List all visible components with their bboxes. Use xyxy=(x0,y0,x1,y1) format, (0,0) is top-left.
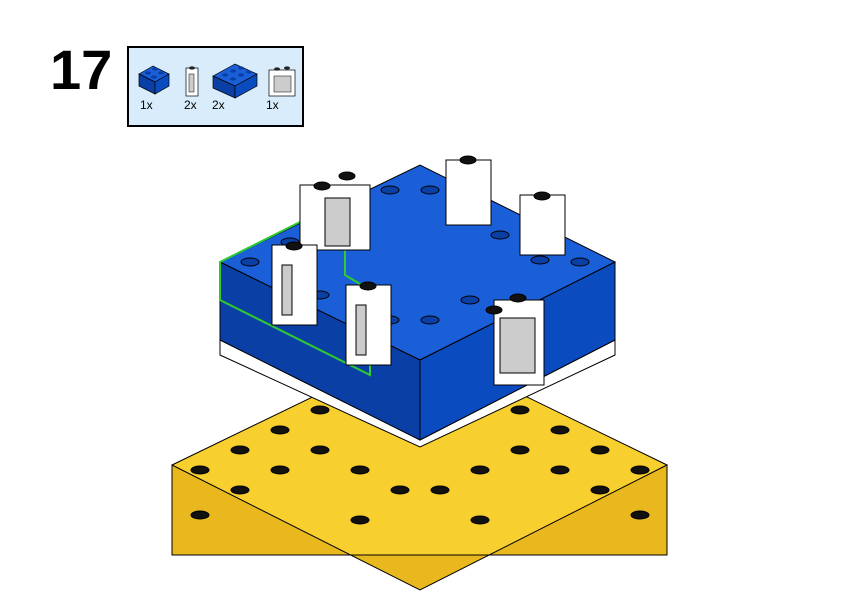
part-white-window-large xyxy=(268,66,296,97)
part-quantity: 2x xyxy=(184,98,197,112)
part-quantity: 2x xyxy=(212,98,225,112)
windows xyxy=(271,155,566,386)
part-blue-brick-2x3 xyxy=(212,63,258,99)
part-blue-brick-2x2 xyxy=(138,65,170,95)
part-quantity: 1x xyxy=(266,98,279,112)
parts-images xyxy=(138,63,296,99)
step-number: 17 xyxy=(50,38,113,101)
part-quantity: 1x xyxy=(140,98,153,112)
parts-callout: 1x 2x 2x 1x xyxy=(127,46,304,127)
yellow-base xyxy=(171,344,668,591)
part-white-window-small xyxy=(185,66,199,97)
